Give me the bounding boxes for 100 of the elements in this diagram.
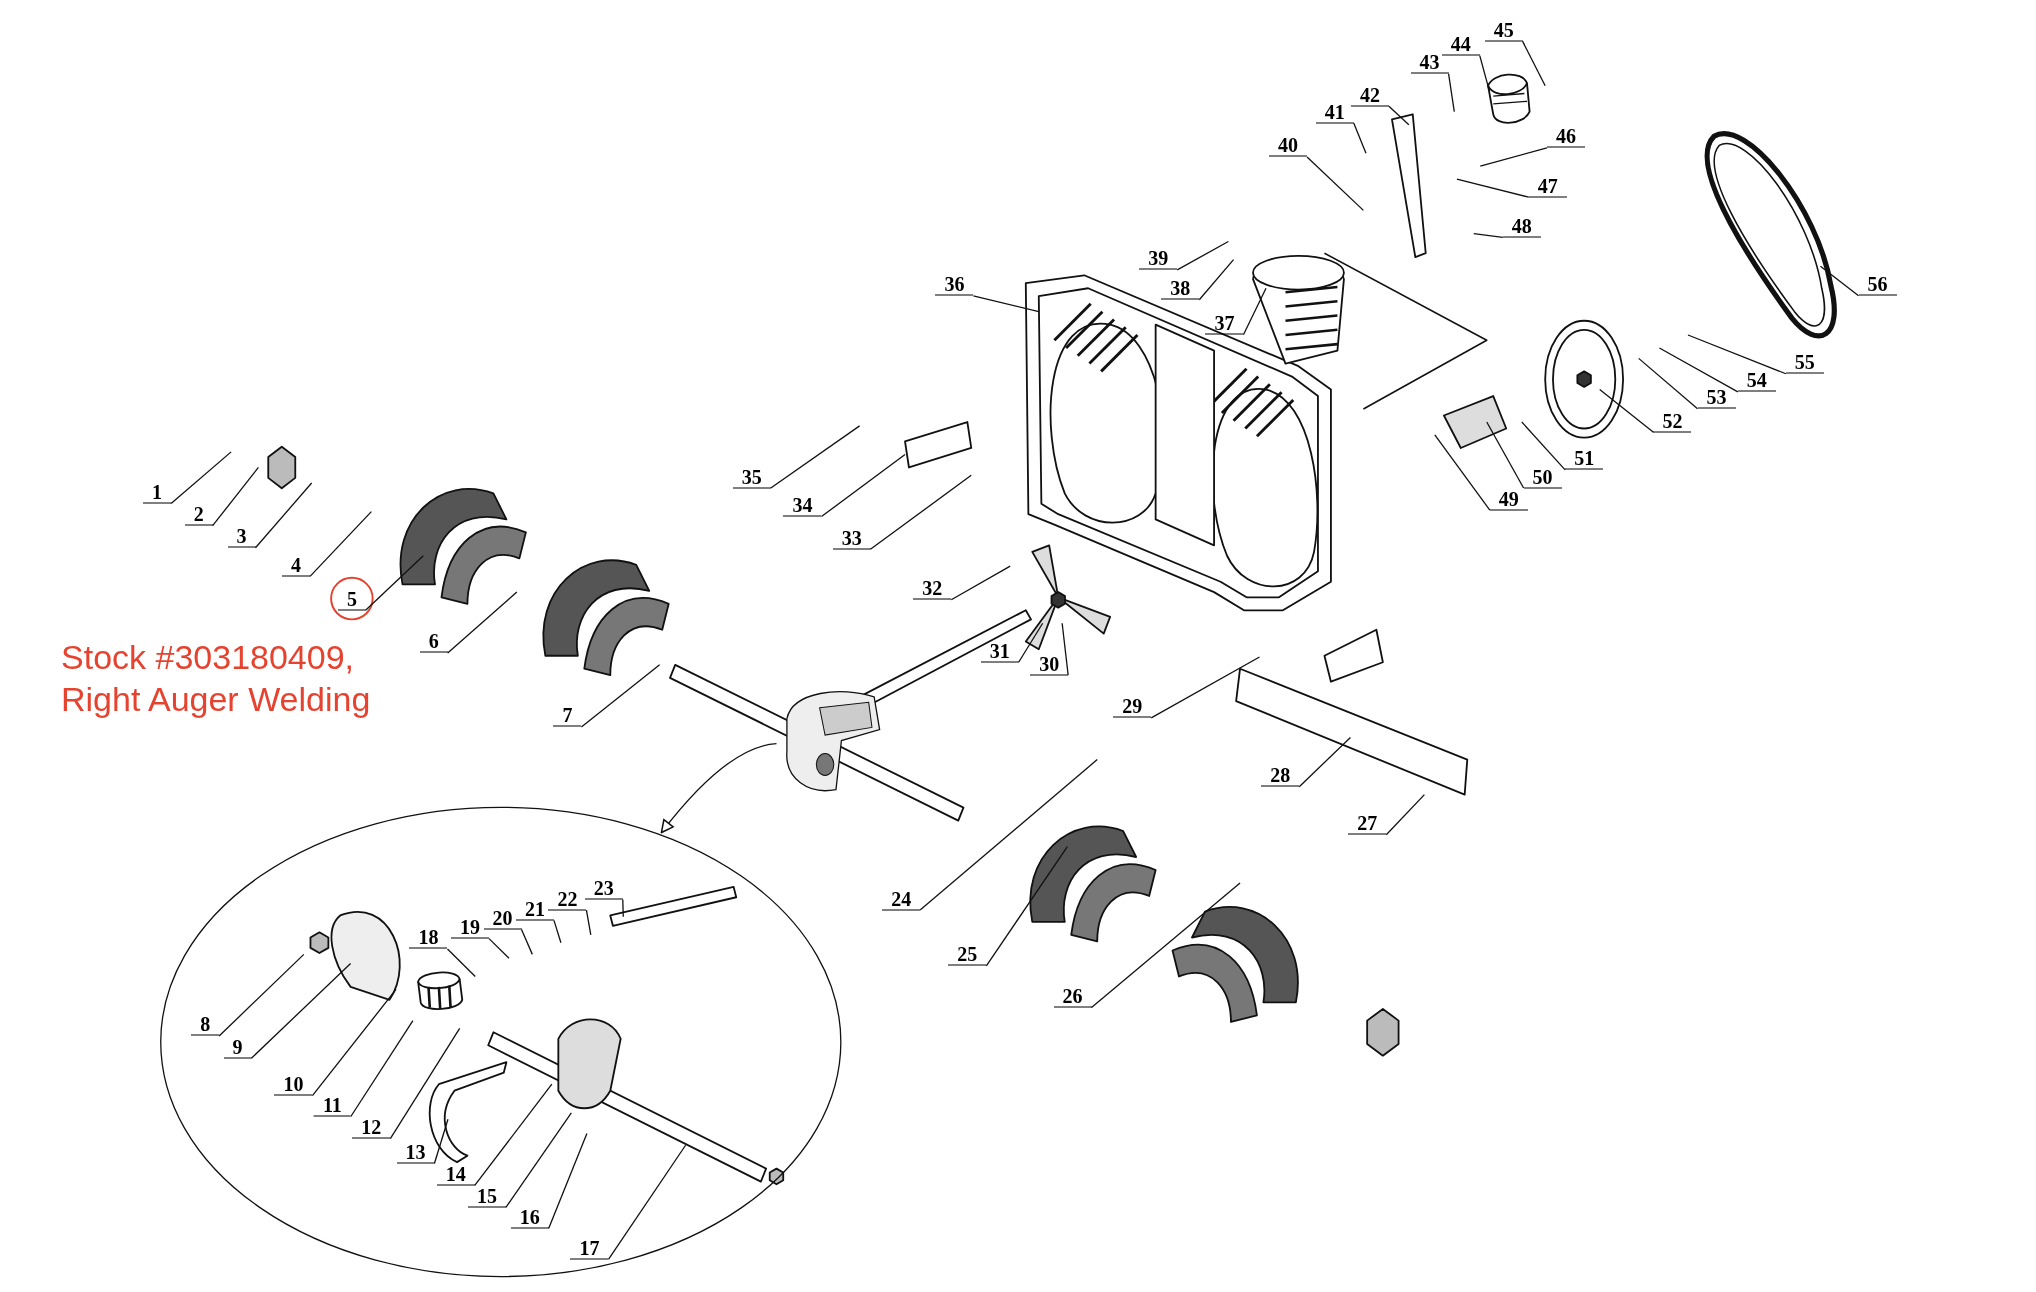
leader-line	[1599, 388, 1655, 433]
callout-number: 7	[553, 703, 582, 727]
callout-number: 51	[1565, 446, 1604, 470]
leader-line	[311, 988, 397, 1097]
callout-number: 36	[935, 272, 974, 296]
leader-line	[1638, 357, 1699, 410]
callout-number: 29	[1113, 694, 1152, 718]
leader-line	[433, 1118, 449, 1164]
leader-line	[1353, 122, 1367, 154]
leader-line	[1434, 434, 1491, 511]
callout-number: 49	[1489, 487, 1528, 511]
callout-number: 48	[1502, 214, 1541, 238]
callout-number: 41	[1315, 100, 1354, 124]
leader-line	[1298, 736, 1352, 788]
leader-line	[1479, 147, 1548, 167]
callout-number: 16	[510, 1205, 549, 1229]
callout-number: 10	[274, 1072, 313, 1096]
leader-line	[1486, 421, 1525, 489]
leader-line	[1061, 622, 1069, 676]
leader-line	[365, 555, 424, 611]
detail-view-ellipse	[158, 805, 844, 1279]
callout-number: 19	[451, 915, 490, 939]
callout-number: 9	[223, 1035, 252, 1059]
leader-line	[389, 1027, 461, 1140]
part-note: Stock #303180409, Right Auger Welding	[61, 637, 372, 721]
callout-number: 38	[1161, 276, 1200, 300]
callout-number: 40	[1269, 133, 1308, 157]
leader-line	[553, 919, 562, 944]
callout-number: 1	[143, 480, 172, 504]
leader-line	[1479, 55, 1490, 92]
leader-line	[1176, 240, 1229, 271]
callout-number: 23	[584, 876, 623, 900]
callout-number: 42	[1350, 83, 1389, 107]
callout-number: 44	[1441, 32, 1480, 56]
leader-line	[1388, 105, 1410, 126]
leader-line	[250, 962, 352, 1059]
callout-number: 31	[980, 639, 1019, 663]
leader-line	[447, 591, 518, 654]
leader-line	[870, 474, 972, 550]
leader-line	[1150, 656, 1261, 719]
callout-number: 45	[1484, 18, 1523, 42]
callout-number: 21	[515, 897, 554, 921]
callout-number: 32	[913, 576, 952, 600]
leader-line	[254, 482, 313, 549]
leader-line	[1687, 334, 1787, 375]
callout-number: 53	[1697, 385, 1736, 409]
leader-line	[1658, 347, 1739, 393]
leader-line	[919, 758, 1098, 911]
leader-line	[1385, 794, 1426, 836]
callout-number: 43	[1410, 50, 1449, 74]
leader-line	[820, 453, 906, 518]
callout-number: 35	[732, 465, 771, 489]
leader-line	[585, 909, 592, 936]
callout-number: 39	[1139, 246, 1178, 270]
leader-line	[972, 295, 1040, 313]
leader-line	[505, 1112, 572, 1209]
leader-line	[1819, 265, 1860, 297]
leader-line	[985, 845, 1068, 967]
callout-number: 47	[1528, 174, 1567, 198]
callout-number: 20	[483, 906, 522, 930]
callout-number: 22	[548, 887, 587, 911]
callout-number: 27	[1348, 811, 1387, 835]
callout-number: 26	[1053, 984, 1092, 1008]
callout-number: 34	[783, 493, 822, 517]
callout-number: 8	[191, 1013, 220, 1036]
leader-line	[770, 425, 861, 489]
leader-line	[548, 1132, 588, 1229]
leader-line	[1456, 178, 1530, 198]
leader-line	[170, 451, 232, 505]
leader-line	[488, 937, 510, 959]
arrow	[660, 742, 778, 834]
callout-number: 2	[184, 502, 213, 526]
leader-line	[218, 953, 305, 1037]
leader-line	[1018, 622, 1044, 663]
callout-number: 14	[436, 1162, 475, 1186]
callout-number: 4	[282, 553, 311, 577]
leader-line	[309, 510, 372, 577]
leader-line	[622, 899, 624, 918]
leader-line	[1090, 882, 1241, 1009]
callout-number: 6	[419, 629, 448, 653]
callout-number: 37	[1205, 311, 1244, 335]
callout-number: 52	[1653, 409, 1692, 433]
leader-line	[1198, 259, 1235, 301]
leader-line	[580, 664, 661, 728]
leader-line	[520, 928, 533, 956]
callout-number: 11	[313, 1093, 351, 1117]
callout-number: 28	[1261, 763, 1300, 787]
leader-line	[607, 1144, 687, 1260]
leader-line	[212, 466, 260, 527]
leader-line	[1473, 233, 1504, 239]
callout-number: 18	[409, 926, 448, 949]
callout-number: 25	[948, 942, 987, 966]
leader-line	[350, 1019, 414, 1118]
leader-line	[474, 1083, 553, 1186]
leader-line	[1306, 156, 1365, 211]
callout-number: 24	[882, 887, 921, 911]
callout-number: 56	[1858, 272, 1897, 296]
callout-number: 15	[467, 1184, 506, 1208]
callout-number: 5	[337, 587, 366, 611]
callout-number: 13	[396, 1140, 435, 1164]
